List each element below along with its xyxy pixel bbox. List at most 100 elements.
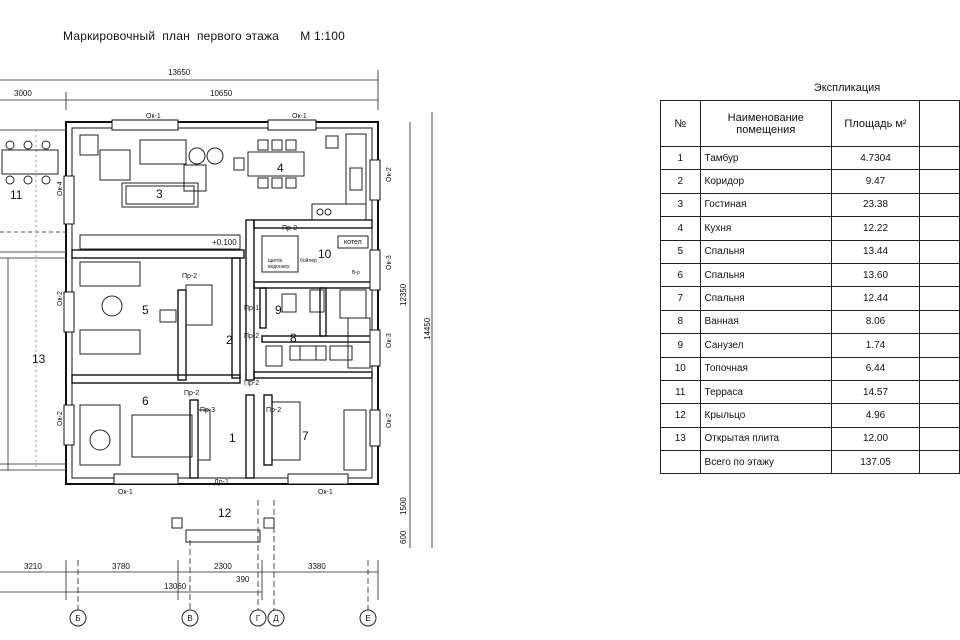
row-extra: [918, 426, 960, 452]
row-area: 9.47: [831, 169, 920, 194]
row-extra: [918, 379, 960, 405]
row-extra: [918, 145, 960, 171]
row-number: 11: [660, 379, 701, 405]
row-name: Тамбур: [699, 145, 833, 171]
row-number: 5: [660, 239, 701, 264]
fixture-label: В-р: [352, 270, 360, 276]
outer-walls: [65, 121, 379, 485]
room-label-5: 5: [142, 303, 149, 317]
window-label: Ок-1: [292, 113, 307, 120]
row-area: 6.44: [831, 356, 920, 381]
header-name: Наименование помещения: [699, 100, 833, 147]
row-area: 12.00: [831, 426, 920, 452]
dimension-bottom: 390: [236, 575, 250, 584]
row-area: 14.57: [831, 379, 920, 405]
boiler-label: котел: [344, 239, 362, 246]
row-number: 9: [660, 333, 701, 358]
row-name: Спальня: [699, 286, 833, 311]
room-label-3: 3: [156, 187, 163, 201]
row-area: 4.96: [831, 403, 920, 428]
door-label: Пр-2: [244, 380, 259, 387]
door-label: Пр-2: [266, 407, 281, 414]
window-label: Ок-2: [386, 413, 393, 428]
furniture: [79, 133, 371, 543]
door-label: Др-1: [214, 479, 229, 486]
row-name: Топочная: [699, 356, 833, 381]
dimension-right: 600: [399, 530, 408, 544]
dimension-bottom: 13060: [164, 582, 187, 591]
room-label-2: 2: [226, 333, 233, 347]
row-area: 8.06: [831, 309, 920, 335]
door-label: Пр-2: [282, 225, 297, 232]
row-name: Коридор: [699, 169, 833, 194]
row-extra: [918, 216, 960, 241]
window-label: Ок-1: [146, 113, 161, 120]
room-label-12: 12: [218, 506, 232, 520]
total-extra: [918, 450, 960, 475]
terrace-area: [0, 129, 66, 471]
dimension-right: 12350: [399, 283, 408, 306]
fixture-label: водонагр.: [268, 264, 291, 270]
fixture-label: щиток: [268, 258, 283, 264]
window-label: Ок-1: [318, 489, 333, 496]
axis-label-1: В: [187, 614, 192, 623]
room-label-11: 11: [10, 188, 23, 202]
dimension-lines: [0, 70, 433, 610]
terrace-dining-table: [1, 140, 59, 185]
dimension-top: 10650: [210, 89, 233, 98]
row-area: 12.22: [831, 216, 920, 241]
room-label-6: 6: [142, 394, 149, 408]
window-label: Ок-1: [118, 489, 133, 496]
row-name: Спальня: [699, 262, 833, 288]
header-area: Площадь м²: [831, 100, 920, 147]
axis-markers: [69, 609, 377, 627]
header-number: №: [660, 100, 701, 147]
room-label-9: 9: [275, 303, 282, 317]
fixture-label: бойлер: [300, 257, 317, 264]
row-number: 6: [660, 262, 701, 288]
room-label-7: 7: [302, 429, 309, 443]
row-name: Санузел: [699, 333, 833, 358]
axis-label-0: Б: [75, 614, 80, 623]
door-label: Пр-2: [244, 333, 259, 340]
window-openings: [63, 119, 381, 485]
row-area: 13.44: [831, 239, 920, 264]
explication-title: Экспликация: [813, 82, 881, 94]
axis-label-3: Д: [273, 614, 279, 623]
room-label-13: 13: [32, 352, 46, 366]
dimension-top: 13650: [168, 68, 191, 77]
window-label: Ок-3: [386, 255, 393, 270]
row-extra: [918, 192, 960, 218]
dimension-right: 14450: [423, 317, 432, 340]
room-label-4: 4: [277, 161, 284, 175]
dimension-bottom: 2300: [214, 562, 232, 571]
door-label: Пр-1: [244, 305, 259, 312]
dimension-top: 3000: [14, 89, 32, 98]
row-area: 12.44: [831, 286, 920, 311]
row-extra: [918, 239, 960, 264]
window-label: Ок-3: [386, 333, 393, 348]
window-label: Ок-4: [57, 181, 64, 196]
axis-label-4: Е: [365, 614, 370, 623]
row-extra: [918, 286, 960, 311]
total-area: 137.05: [831, 450, 920, 475]
header-extra: [918, 100, 960, 147]
axis-label-2: Г: [256, 614, 261, 623]
row-extra: [918, 356, 960, 381]
row-area: 13.60: [831, 262, 920, 288]
row-name: Открытая плита: [699, 426, 833, 452]
row-number: 10: [660, 356, 701, 381]
room-label-8: 8: [290, 331, 297, 345]
floor-plan: 1234567891011121313650300010650321037802…: [0, 68, 433, 627]
row-extra: [918, 333, 960, 358]
